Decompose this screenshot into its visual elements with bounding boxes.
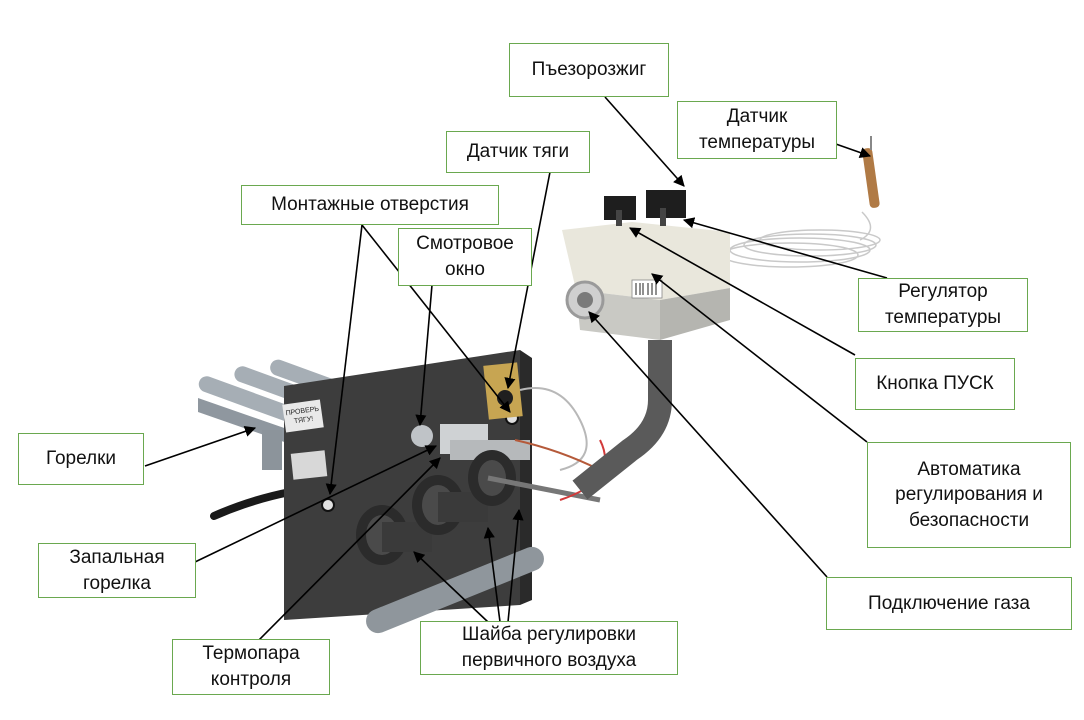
leader-mount-left xyxy=(325,224,363,496)
leader-thermocouple xyxy=(253,457,441,646)
leader-burners xyxy=(144,425,257,467)
leader-piezo xyxy=(604,96,685,187)
label-automation: Автоматика регулирования и безопасности xyxy=(867,442,1071,548)
plate-sticker-text: ПРОВЕРЬТЯГУ! xyxy=(285,406,321,427)
mounting-hole-left xyxy=(321,498,335,512)
gas-pipe xyxy=(572,340,672,500)
leader-mount-right xyxy=(361,224,511,413)
label-piezo-ignition: Пъезорозжиг xyxy=(509,43,669,97)
plate-info-label xyxy=(290,450,328,480)
leader-air-washer-1 xyxy=(413,551,489,623)
leader-start-button xyxy=(629,227,856,356)
leader-pilot-burner xyxy=(194,445,438,563)
leader-air-washer-3 xyxy=(507,508,524,623)
label-pilot-burner: Запальная горелка xyxy=(38,543,196,598)
valve-body xyxy=(562,222,730,300)
label-temperature-sensor: Датчик температуры xyxy=(677,101,837,159)
view-window xyxy=(411,425,433,447)
label-mounting-holes: Монтажные отверстия xyxy=(241,185,499,225)
label-burners: Горелки xyxy=(18,433,144,485)
leader-air-washer-2 xyxy=(483,526,501,623)
black-cable xyxy=(210,488,294,520)
leader-gas-connection xyxy=(588,311,828,578)
thermocouple-rod xyxy=(487,475,601,503)
temperature-probe xyxy=(862,148,880,208)
mounting-plate xyxy=(284,350,520,620)
label-primary-air-washer: Шайба регулировки первичного воздуха xyxy=(420,621,678,675)
label-draft-sensor: Датчик тяги xyxy=(446,131,590,173)
label-gas-connection: Подключение газа xyxy=(826,577,1072,630)
label-temperature-regulator: Регулятор температуры xyxy=(858,278,1028,332)
leader-temp-sensor xyxy=(832,142,872,158)
label-view-window: Смотровое окно xyxy=(398,228,532,286)
label-start-button: Кнопка ПУСК xyxy=(855,358,1015,410)
plate-sticker xyxy=(282,399,324,433)
leader-automation xyxy=(651,273,868,443)
leader-temp-regulator xyxy=(682,217,888,279)
label-thermocouple: Термопара контроля xyxy=(172,639,330,695)
leader-view-window xyxy=(415,284,433,427)
